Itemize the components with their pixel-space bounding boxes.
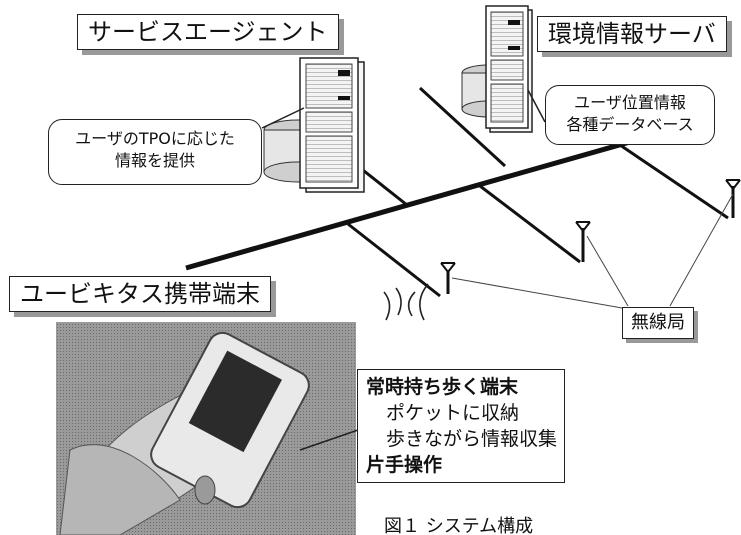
service-agent-callout: ユーザのTPOに応じた 情報を提供 xyxy=(48,119,262,185)
feature-walking-info: 歩きながら情報収集 xyxy=(386,428,558,450)
radio-waves-icon xyxy=(383,283,429,321)
antenna-icon xyxy=(440,179,741,274)
env-server-label: 環境情報サーバ xyxy=(537,16,727,52)
terminal-features-box: 常時持ち歩く端末 ポケットに収納 歩きながら情報収集 片手操作 xyxy=(357,369,565,483)
env-server-callout-line2: 各種データベース xyxy=(566,115,694,134)
network-backbone xyxy=(185,127,673,271)
service-agent-server xyxy=(263,57,365,193)
callout-pointers xyxy=(261,89,546,451)
station-connectors xyxy=(451,193,734,309)
feature-always-carry: 常時持ち歩く端末 xyxy=(366,376,519,398)
service-agent-callout-line1: ユーザのTPOに応じた xyxy=(75,129,235,148)
service-agent-callout-line2: 情報を提供 xyxy=(114,151,195,170)
service-agent-label: サービスエージェント xyxy=(77,14,339,50)
env-info-server xyxy=(461,5,533,133)
feature-pocket: ポケットに収納 xyxy=(386,402,520,424)
ubiquitous-terminal-label: ユービキタス携帯端末 xyxy=(9,276,271,312)
env-server-callout: ユーザ位置情報 各種データベース xyxy=(545,85,715,145)
figure-caption: 図１ システム構成 xyxy=(384,516,534,535)
feature-one-hand: 片手操作 xyxy=(366,454,443,476)
env-server-callout-line1: ユーザ位置情報 xyxy=(574,93,686,112)
terminal-photo xyxy=(56,322,356,535)
wireless-station-label: 無線局 xyxy=(622,307,694,339)
